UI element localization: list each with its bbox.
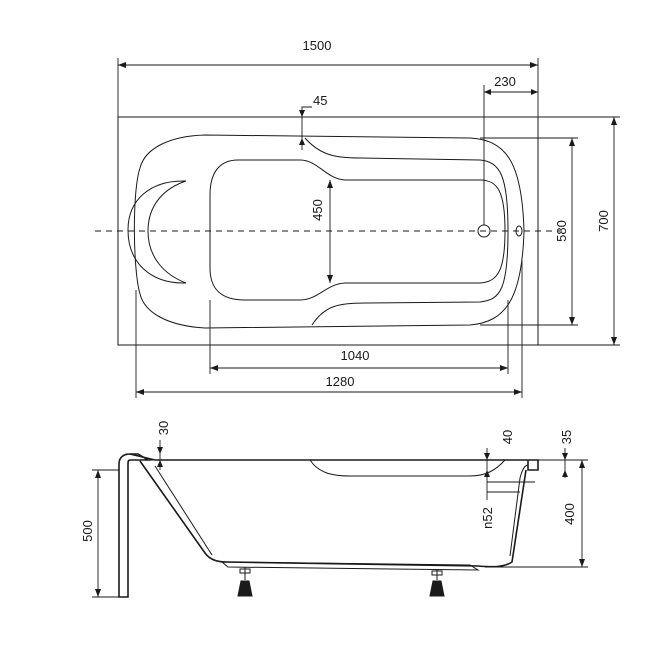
leg-left [237,567,253,597]
dim-400-arrow-bottom [579,559,585,567]
dim-1280-arrow-right [514,389,522,395]
dim-1040-arrow-right [500,365,508,371]
dim-35-arrow-bottom [562,470,568,477]
overflow-icon [515,225,523,237]
dim-450-label: 450 [310,199,325,221]
dim-35-arrow-top [562,453,568,460]
dim-45-arrow-top [299,110,305,117]
dim-450-arrow-bottom [327,275,333,283]
dim-30-arrow-top [157,447,163,454]
dim-30-label: 30 [156,421,171,435]
dim-1040-arrow-left [210,365,218,371]
dim-400-label: 400 [562,503,577,525]
dim-700-arrow-bottom [611,337,617,345]
dim-30-arrow-bottom [157,460,163,467]
base-plate [220,561,480,571]
dim-1040-label: 1040 [341,348,370,363]
dim-1500-arrow-left [118,62,126,68]
dim-40-arrow-top [484,453,490,460]
dim-1500-label: 1500 [303,38,332,53]
rim-top [129,453,539,471]
seat-contour [309,459,506,477]
head-rest [127,180,187,284]
leg-right [429,569,445,597]
dim-1280-arrow-left [136,389,144,395]
dim-1500-arrow-right [530,62,538,68]
dim-580-arrow-bottom [569,317,575,325]
dim-45-label: 45 [313,93,327,108]
dim-45-leader [301,106,312,150]
dim-1280-label: 1280 [326,374,355,389]
dim-700-label: 700 [596,210,611,232]
tub-inner-wall [154,464,529,557]
dim-45-arrow-bottom [299,138,305,145]
tub-body [139,460,527,568]
basin-outer-contour [133,134,525,329]
top-view: 1500 230 45 450 580 700 [95,38,620,398]
basin-bottom-contour [209,159,506,301]
dim-580-arrow-top [569,138,575,146]
dim-40-arrow-bottom [484,470,490,477]
dim-700-arrow-top [611,117,617,125]
dim-230-arrow-left [484,89,491,95]
side-view: 30 500 40 35 n52 400 [80,421,588,598]
front-panel [118,453,151,598]
upper-side-contour [304,137,509,232]
dim-500-arrow-top [95,470,101,478]
dim-230-label: 230 [494,74,516,89]
dim-500-label: 500 [80,520,95,542]
dim-500-arrow-bottom [95,589,101,597]
dim-230-arrow-right [531,89,538,95]
dim-400-arrow-top [579,460,585,468]
dim-35-label: 35 [559,430,574,444]
dim-n52-label: n52 [480,507,495,529]
dim-450-arrow-top [327,180,333,188]
lower-side-contour [311,230,509,326]
dim-580-label: 580 [554,220,569,242]
dim-40-label: 40 [500,430,515,444]
